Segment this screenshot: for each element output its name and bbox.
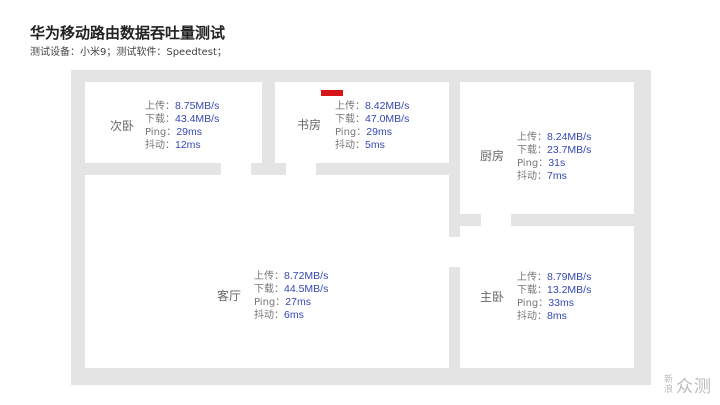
- download-label: 下载：: [145, 114, 175, 125]
- door-opening: [221, 160, 251, 178]
- upload-label: 上传：: [145, 101, 175, 112]
- stats-second-bedroom: 上传：8.75MB/s 下载：43.4MB/s Ping：29ms 抖动：12m…: [145, 100, 219, 152]
- download-label: 下载：: [335, 114, 365, 125]
- room-name-kitchen: 厨房: [480, 149, 505, 163]
- room-kitchen: [460, 82, 634, 214]
- upload-row: 上传：8.79MB/s: [517, 271, 591, 284]
- watermark-logo: 新 浪 众测: [664, 372, 712, 398]
- upload-label: 上传：: [517, 132, 547, 143]
- ping-row: Ping：29ms: [145, 126, 219, 139]
- ping-label: Ping：: [517, 298, 549, 309]
- door-opening: [481, 211, 511, 229]
- jitter-row: 抖动：6ms: [254, 309, 328, 322]
- upload-row: 上传：8.42MB/s: [335, 100, 409, 113]
- download-label: 下载：: [517, 285, 547, 296]
- watermark-char-top: 新: [663, 374, 673, 385]
- download-label: 下载：: [254, 284, 284, 295]
- ping-row: Ping：31s: [517, 157, 591, 170]
- ping-label: Ping：: [335, 127, 367, 138]
- ping-value: 29ms: [366, 126, 392, 138]
- room-name-study: 书房: [297, 118, 322, 132]
- stats-master-bedroom: 上传：8.79MB/s 下载：13.2MB/s Ping：33ms 抖动：8ms: [517, 271, 591, 323]
- upload-value: 8.79MB/s: [547, 271, 592, 283]
- room-name-living-room: 客厅: [217, 289, 242, 303]
- download-label: 下载：: [517, 145, 547, 156]
- jitter-row: 抖动：5ms: [335, 139, 409, 152]
- upload-row: 上传：8.75MB/s: [145, 100, 219, 113]
- door-opening: [446, 237, 464, 267]
- room-name-second-bedroom: 次卧: [110, 119, 135, 133]
- room-second-bedroom: [85, 82, 262, 163]
- jitter-label: 抖动：: [517, 311, 547, 322]
- upload-row: 上传：8.72MB/s: [254, 270, 328, 283]
- download-value: 44.5MB/s: [284, 283, 329, 295]
- watermark-char-bottom: 浪: [663, 384, 673, 395]
- ping-value: 33ms: [548, 297, 574, 309]
- jitter-value: 5ms: [365, 139, 385, 151]
- download-value: 13.2MB/s: [547, 284, 592, 296]
- ping-value: 27ms: [285, 296, 311, 308]
- ping-label: Ping：: [145, 127, 177, 138]
- download-row: 下载：23.7MB/s: [517, 144, 591, 157]
- ping-row: Ping：33ms: [517, 297, 591, 310]
- jitter-value: 6ms: [284, 309, 304, 321]
- upload-label: 上传：: [517, 272, 547, 283]
- stats-study: 上传：8.42MB/s 下载：47.0MB/s Ping：29ms 抖动：5ms: [335, 100, 409, 152]
- jitter-row: 抖动：12ms: [145, 139, 219, 152]
- page-title: 华为移动路由数据吞吐量测试: [30, 24, 226, 42]
- download-value: 43.4MB/s: [175, 113, 220, 125]
- download-row: 下载：47.0MB/s: [335, 113, 409, 126]
- room-living-room: [85, 175, 449, 368]
- jitter-row: 抖动：7ms: [517, 170, 591, 183]
- upload-row: 上传：8.24MB/s: [517, 131, 591, 144]
- door-opening: [286, 160, 316, 178]
- ping-label: Ping：: [517, 158, 549, 169]
- router-marker: [321, 90, 343, 96]
- download-value: 23.7MB/s: [547, 144, 592, 156]
- upload-value: 8.72MB/s: [284, 270, 329, 282]
- ping-label: Ping：: [254, 297, 286, 308]
- stats-kitchen: 上传：8.24MB/s 下载：23.7MB/s Ping：31s 抖动：7ms: [517, 131, 591, 183]
- download-row: 下载：43.4MB/s: [145, 113, 219, 126]
- download-row: 下载：13.2MB/s: [517, 284, 591, 297]
- room-study: [275, 82, 449, 163]
- download-value: 47.0MB/s: [365, 113, 410, 125]
- jitter-label: 抖动：: [335, 140, 365, 151]
- jitter-value: 7ms: [547, 170, 567, 182]
- upload-label: 上传：: [335, 101, 365, 112]
- upload-value: 8.24MB/s: [547, 131, 592, 143]
- ping-row: Ping：27ms: [254, 296, 328, 309]
- jitter-label: 抖动：: [145, 140, 175, 151]
- room-name-master-bedroom: 主卧: [480, 290, 505, 304]
- ping-value: 29ms: [176, 126, 202, 138]
- upload-label: 上传：: [254, 271, 284, 282]
- jitter-label: 抖动：: [254, 310, 284, 321]
- ping-value: 31s: [548, 157, 566, 169]
- upload-value: 8.42MB/s: [365, 100, 410, 112]
- jitter-row: 抖动：8ms: [517, 310, 591, 323]
- jitter-label: 抖动：: [517, 171, 547, 182]
- ping-row: Ping：29ms: [335, 126, 409, 139]
- watermark-small-text: 新 浪: [664, 375, 673, 395]
- floor-plan: 次卧 上传：8.75MB/s 下载：43.4MB/s Ping：29ms 抖动：…: [71, 70, 651, 385]
- download-row: 下载：44.5MB/s: [254, 283, 328, 296]
- page-subtitle: 测试设备：小米9；测试软件：Speedtest；: [30, 47, 227, 58]
- watermark-big-text: 众测: [676, 377, 712, 397]
- jitter-value: 8ms: [547, 310, 567, 322]
- upload-value: 8.75MB/s: [175, 100, 220, 112]
- stats-living-room: 上传：8.72MB/s 下载：44.5MB/s Ping：27ms 抖动：6ms: [254, 270, 328, 322]
- jitter-value: 12ms: [175, 139, 201, 151]
- room-master-bedroom: [460, 226, 634, 368]
